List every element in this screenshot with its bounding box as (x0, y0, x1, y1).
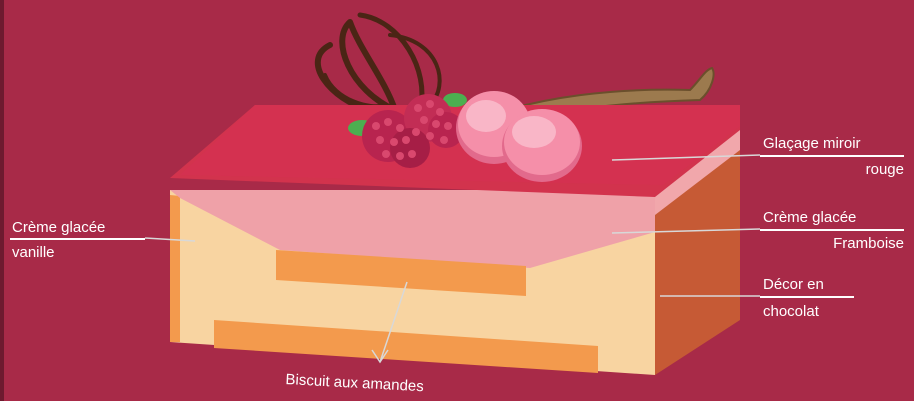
label-creme-framboise-line1: Crème glacée (763, 208, 856, 228)
label-glacage-line2: rouge (760, 160, 904, 180)
label-decor-line1: Décor en (763, 275, 824, 295)
label-decor-underline (760, 296, 854, 298)
label-creme-framboise-line2: Framboise (760, 234, 904, 254)
label-creme-vanille-line2: vanille (12, 243, 55, 263)
label-decor-line2: chocolat (763, 302, 819, 322)
label-glacage-underline (760, 155, 904, 157)
label-creme-vanille-underline (10, 238, 145, 240)
label-creme-framboise-underline (760, 229, 904, 231)
label-creme-vanille-line1: Crème glacée (12, 218, 105, 238)
label-glacage-line1: Glaçage miroir (763, 134, 861, 154)
cake-left-edge (170, 195, 180, 342)
